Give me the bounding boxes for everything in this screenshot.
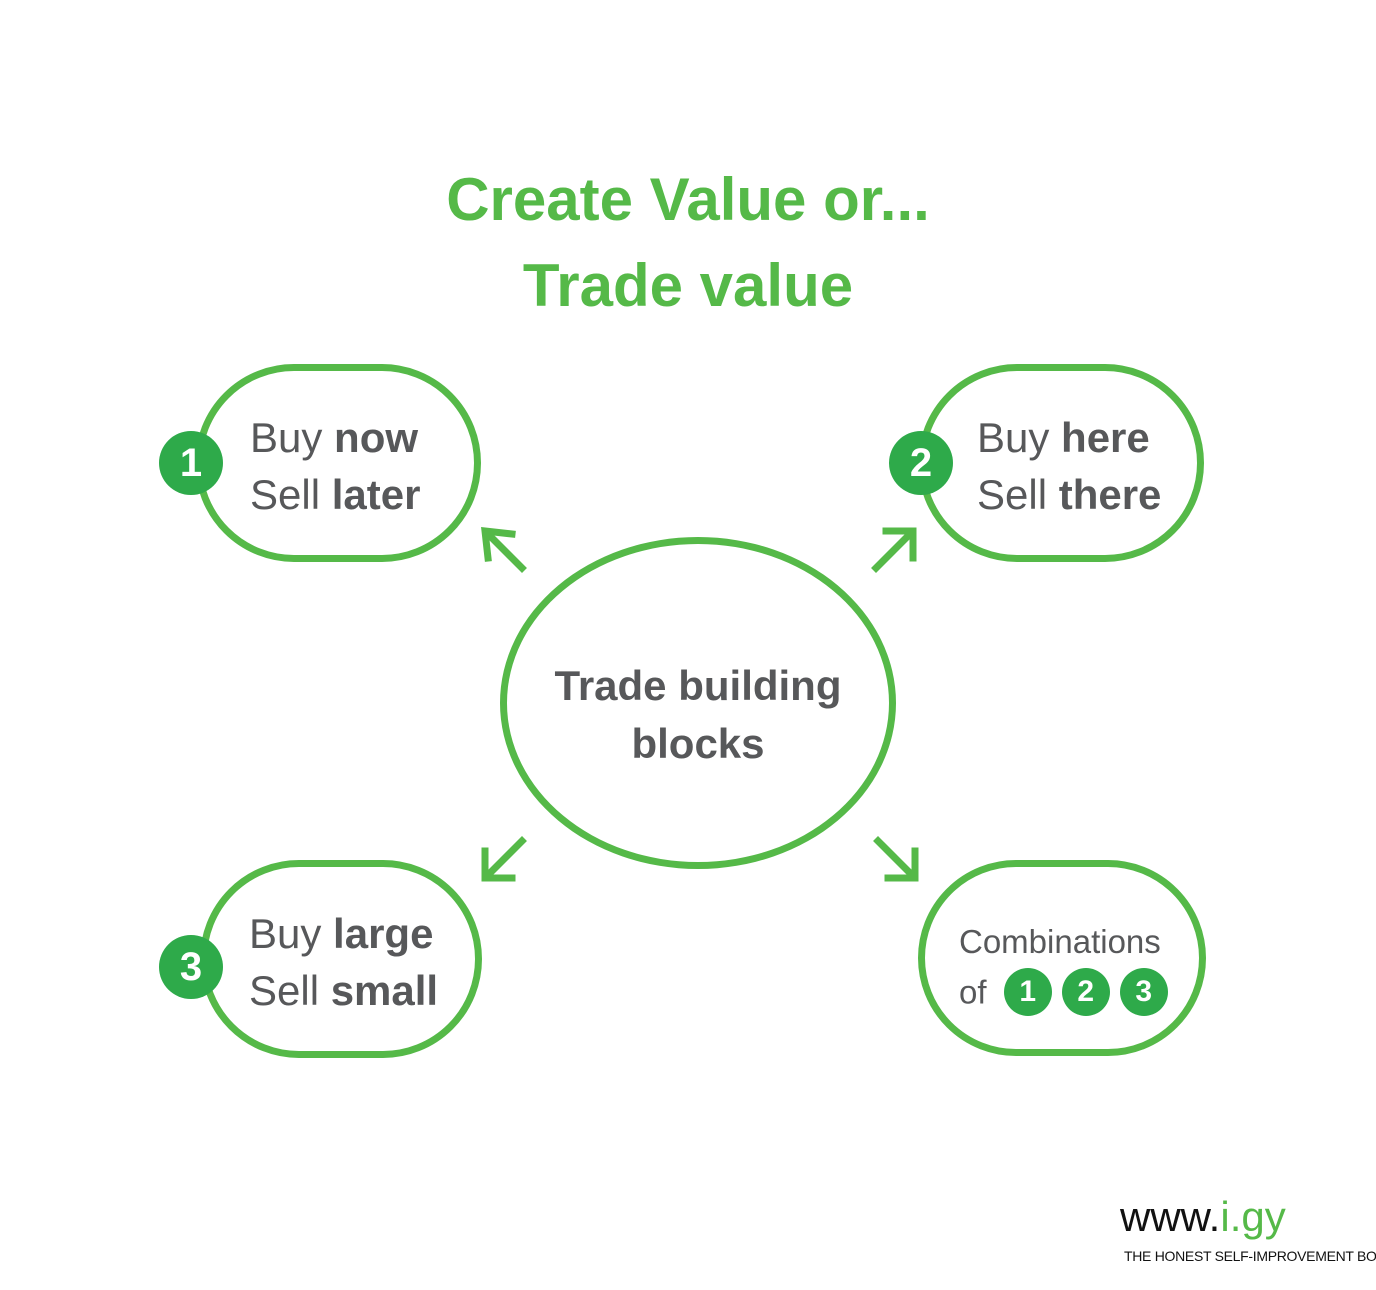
arrow-to-node-1 xyxy=(481,527,527,573)
node-1-text: Buy now Sell later xyxy=(250,409,420,523)
center-node-trade-building-blocks: Trade building blocks xyxy=(500,537,896,869)
mini-badge-2: 2 xyxy=(1061,968,1110,1017)
node-3-text: Buy large Sell small xyxy=(249,905,438,1019)
mini-badge-1: 1 xyxy=(1003,968,1052,1017)
number-badge-3: 3 xyxy=(159,935,223,999)
mini-badge-3: 3 xyxy=(1119,968,1168,1017)
node-2-line-1: Buy here xyxy=(977,414,1150,461)
node-buy-here-sell-there: Buy here Sell there xyxy=(918,364,1204,562)
footer-tagline: THE HONEST SELF-IMPROVEMENT BOOK xyxy=(1124,1248,1376,1264)
node-buy-now-sell-later: Buy now Sell later xyxy=(195,364,481,562)
title-line-1: Create Value or... xyxy=(446,166,930,233)
center-line-1: Trade building xyxy=(554,662,842,709)
title-line-2: Trade value xyxy=(522,252,854,319)
node-4-line-1: Combinations xyxy=(959,923,1161,960)
footer-url: www.i.gy xyxy=(1120,1193,1286,1240)
arrow-to-node-3 xyxy=(481,836,527,882)
node-3-line-1: Buy large xyxy=(249,910,434,957)
center-line-2: blocks xyxy=(631,720,765,767)
node-1-line-1: Buy now xyxy=(250,414,419,461)
arrow-to-node-4 xyxy=(873,836,919,882)
node-2-line-2: Sell there xyxy=(977,471,1162,518)
node-1-line-2: Sell later xyxy=(250,471,421,518)
number-badge-2: 2 xyxy=(889,431,953,495)
node-3-line-2: Sell small xyxy=(249,967,439,1014)
arrow-to-node-2 xyxy=(871,527,917,573)
node-2-text: Buy here Sell there xyxy=(977,409,1161,523)
node-buy-large-sell-small: Buy large Sell small xyxy=(200,860,482,1058)
number-badge-1: 1 xyxy=(159,431,223,495)
